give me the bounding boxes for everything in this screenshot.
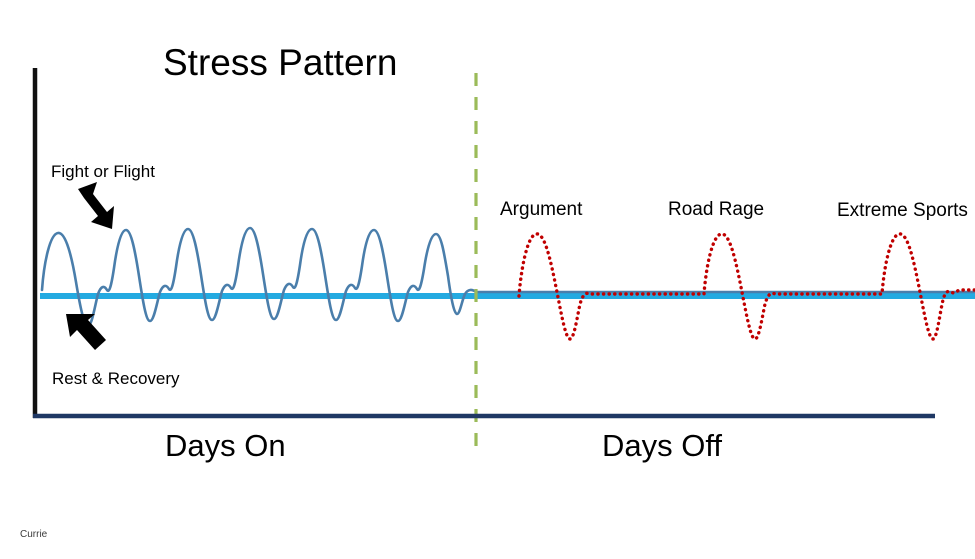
rest-and-recovery-arrow xyxy=(66,314,106,350)
annotation-road-rage: Road Rage xyxy=(668,199,765,220)
fight-or-flight-arrow xyxy=(78,182,114,229)
annotation-extreme-sports: Extreme Sports xyxy=(837,200,968,221)
annotation-rest-and-recovery: Rest & Recovery xyxy=(52,369,180,388)
annotation-fight-or-flight: Fight or Flight xyxy=(51,162,155,181)
days-on-stress-wave xyxy=(40,226,975,328)
page-title: Stress Pattern xyxy=(163,42,398,83)
footer-credit: Currie xyxy=(20,529,48,540)
axis-label-days-off: Days Off xyxy=(602,428,723,463)
axis-label-days-on: Days On xyxy=(165,428,286,463)
days-off-stress-spikes xyxy=(517,232,975,341)
annotation-argument: Argument xyxy=(500,199,583,220)
